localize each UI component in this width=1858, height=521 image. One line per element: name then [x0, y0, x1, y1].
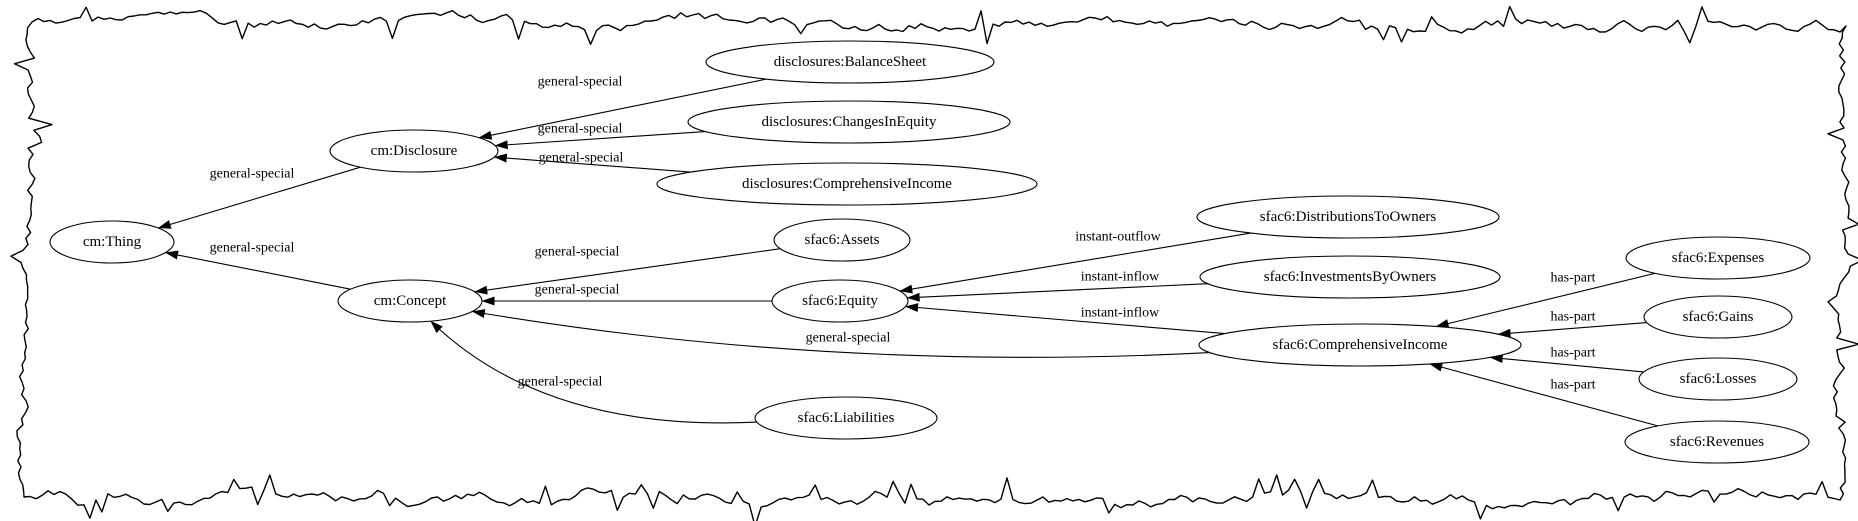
- edge-label-instant-inflow: instant-inflow: [1081, 270, 1160, 285]
- node-ellipse-sfac6-expenses: [1625, 236, 1811, 280]
- edge-sfac6-gains-to-sfac6-comprehensive-income: [1497, 322, 1647, 338]
- edge-disclosures-comprehensive-income-to-cm-disclosure: [493, 153, 691, 173]
- node-ellipse-disclosures-comprehensive-income: [656, 162, 1038, 206]
- node-label-sfac6-gains: sfac6:Gains: [1683, 309, 1754, 325]
- edge-label-general-special: general-special: [538, 75, 623, 90]
- node-ellipse-disclosures-balance-sheet: [705, 40, 995, 84]
- node-disclosures-balance-sheet: disclosures:BalanceSheet: [705, 40, 995, 84]
- node-ellipse-sfac6-assets: [773, 218, 911, 262]
- node-label-sfac6-investments-by-owners: sfac6:InvestmentsByOwners: [1264, 269, 1437, 285]
- node-sfac6-expenses: sfac6:Expenses: [1625, 236, 1811, 280]
- node-sfac6-losses: sfac6:Losses: [1638, 357, 1798, 401]
- node-label-cm-concept: cm:Concept: [374, 293, 447, 309]
- edge-label-instant-inflow: instant-inflow: [1081, 306, 1160, 321]
- edge-label-general-special: general-special: [806, 331, 891, 346]
- node-ellipse-sfac6-equity: [771, 279, 909, 323]
- node-label-sfac6-equity: sfac6:Equity: [802, 293, 878, 309]
- node-label-disclosures-comprehensive-income: disclosures:ComprehensiveIncome: [742, 176, 952, 192]
- node-cm-disclosure: cm:Disclosure: [329, 129, 499, 173]
- node-cm-concept: cm:Concept: [337, 279, 483, 323]
- node-label-sfac6-comprehensive-income: sfac6:ComprehensiveIncome: [1273, 337, 1448, 353]
- edge-sfac6-comprehensive-income-to-cm-concept: [471, 309, 1211, 358]
- node-label-sfac6-revenues: sfac6:Revenues: [1670, 434, 1764, 450]
- node-ellipse-cm-disclosure: [329, 129, 499, 173]
- edge-label-has-part: has-part: [1550, 271, 1595, 286]
- node-label-cm-disclosure: cm:Disclosure: [371, 143, 458, 159]
- node-ellipse-sfac6-investments-by-owners: [1199, 255, 1501, 299]
- edge-sfac6-losses-to-sfac6-comprehensive-income: [1489, 354, 1644, 373]
- node-label-disclosures-changes-in-equity: disclosures:ChangesInEquity: [762, 114, 937, 130]
- node-ellipse-sfac6-liabilities: [754, 396, 938, 440]
- node-ellipse-disclosures-changes-in-equity: [687, 100, 1011, 144]
- node-label-sfac6-distributions-to-owners: sfac6:DistributionsToOwners: [1260, 209, 1437, 225]
- edge-label-has-part: has-part: [1550, 310, 1595, 325]
- edge-cm-disclosure-to-cm-thing: [157, 166, 361, 229]
- edge-cm-concept-to-cm-thing: [165, 250, 351, 290]
- node-ellipse-cm-concept: [337, 279, 483, 323]
- edge-label-general-special: general-special: [210, 241, 295, 256]
- edge-label-has-part: has-part: [1550, 346, 1595, 361]
- node-ellipse-sfac6-gains: [1643, 295, 1793, 339]
- torn-paper-border: [10, 5, 1858, 521]
- edge-label-general-special: general-special: [518, 375, 603, 390]
- node-sfac6-comprehensive-income: sfac6:ComprehensiveIncome: [1198, 323, 1522, 367]
- edge-sfac6-investments-by-owners-to-sfac6-equity: [906, 283, 1208, 302]
- node-label-disclosures-balance-sheet: disclosures:BalanceSheet: [774, 54, 927, 70]
- edge-label-general-special: general-special: [535, 283, 620, 298]
- edge-sfac6-expenses-to-sfac6-comprehensive-income: [1435, 272, 1656, 328]
- node-sfac6-revenues: sfac6:Revenues: [1624, 420, 1810, 464]
- edge-sfac6-distributions-to-owners-to-sfac6-equity: [899, 232, 1251, 294]
- edge-label-general-special: general-special: [210, 167, 295, 182]
- node-label-sfac6-expenses: sfac6:Expenses: [1672, 250, 1765, 266]
- node-ellipse-sfac6-losses: [1638, 357, 1798, 401]
- edge-label-general-special: general-special: [539, 151, 624, 166]
- node-label-cm-thing: cm:Thing: [83, 234, 142, 250]
- node-sfac6-liabilities: sfac6:Liabilities: [754, 396, 938, 440]
- edge-label-has-part: has-part: [1550, 378, 1595, 393]
- node-disclosures-comprehensive-income: disclosures:ComprehensiveIncome: [656, 162, 1038, 206]
- edge-sfac6-liabilities-to-cm-concept: [430, 320, 757, 424]
- node-label-sfac6-losses: sfac6:Losses: [1680, 371, 1757, 387]
- node-sfac6-distributions-to-owners: sfac6:DistributionsToOwners: [1196, 195, 1500, 239]
- node-disclosures-changes-in-equity: disclosures:ChangesInEquity: [687, 100, 1011, 144]
- edge-label-general-special: general-special: [535, 245, 620, 260]
- edge-disclosures-changes-in-equity-to-cm-disclosure: [494, 131, 706, 150]
- node-ellipse-sfac6-comprehensive-income: [1198, 323, 1522, 367]
- edge-sfac6-comprehensive-income-to-sfac6-equity: [905, 303, 1225, 335]
- edge-label-instant-outflow: instant-outflow: [1075, 230, 1161, 245]
- node-sfac6-investments-by-owners: sfac6:InvestmentsByOwners: [1199, 255, 1501, 299]
- node-label-sfac6-liabilities: sfac6:Liabilities: [798, 410, 895, 426]
- node-cm-thing: cm:Thing: [49, 220, 175, 264]
- edge-disclosures-balance-sheet-to-cm-disclosure: [478, 78, 767, 140]
- node-sfac6-gains: sfac6:Gains: [1643, 295, 1793, 339]
- node-sfac6-equity: sfac6:Equity: [771, 279, 909, 323]
- node-sfac6-assets: sfac6:Assets: [773, 218, 911, 262]
- edge-sfac6-revenues-to-sfac6-comprehensive-income: [1429, 362, 1658, 427]
- edge-sfac6-assets-to-cm-concept: [474, 248, 781, 295]
- node-label-sfac6-assets: sfac6:Assets: [805, 232, 880, 248]
- node-ellipse-sfac6-distributions-to-owners: [1196, 195, 1500, 239]
- node-ellipse-cm-thing: [49, 220, 175, 264]
- edge-label-general-special: general-special: [538, 122, 623, 137]
- node-ellipse-sfac6-revenues: [1624, 420, 1810, 464]
